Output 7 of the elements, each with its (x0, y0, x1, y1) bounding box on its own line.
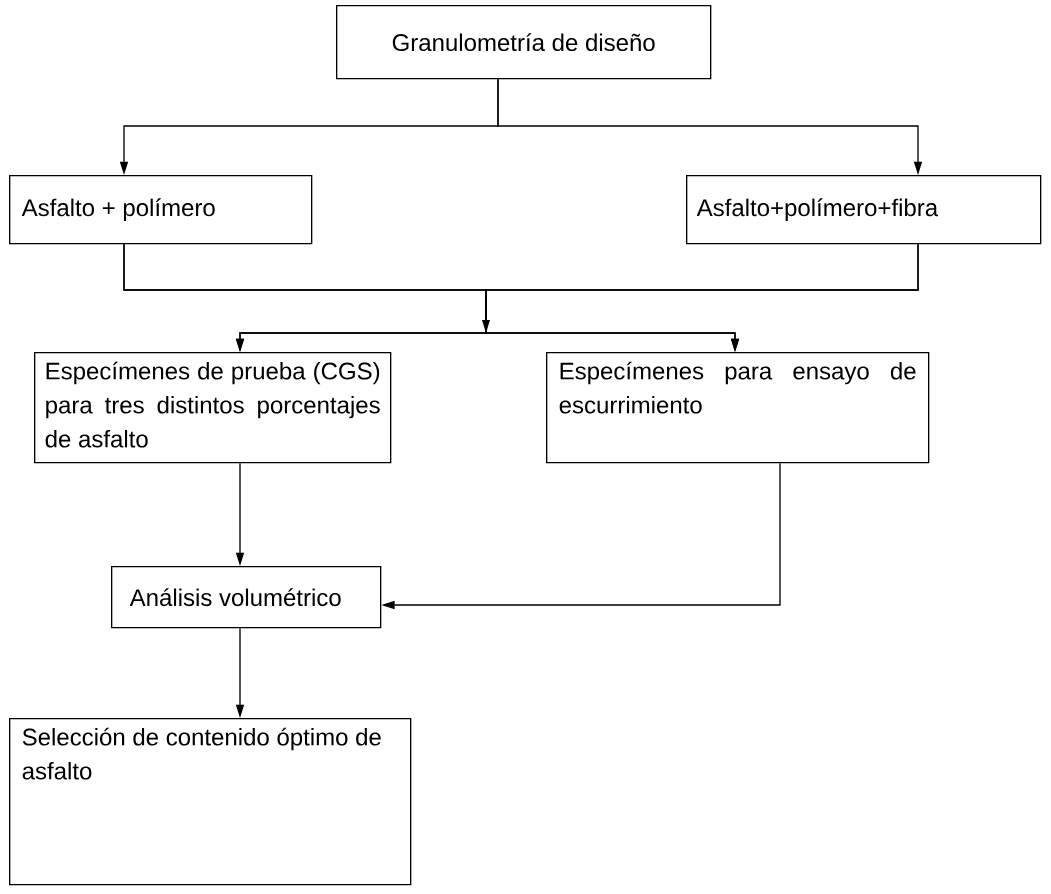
process-box: Especímenes para ensayo de escurrimiento (546, 352, 930, 464)
process-box: Selección de contenido óptimo de asfalto (9, 718, 412, 886)
process-box: Granulometría de diseño (336, 5, 712, 80)
process-box: Asfalto + polímero (9, 175, 313, 245)
process-box: Especímenes de prueba (CGS) para tres distintos porcentajes de asfalto (34, 352, 392, 464)
process-box: Análisis volumétrico (111, 566, 382, 629)
process-box: Asfalto+polímero+fibra (686, 175, 1042, 245)
